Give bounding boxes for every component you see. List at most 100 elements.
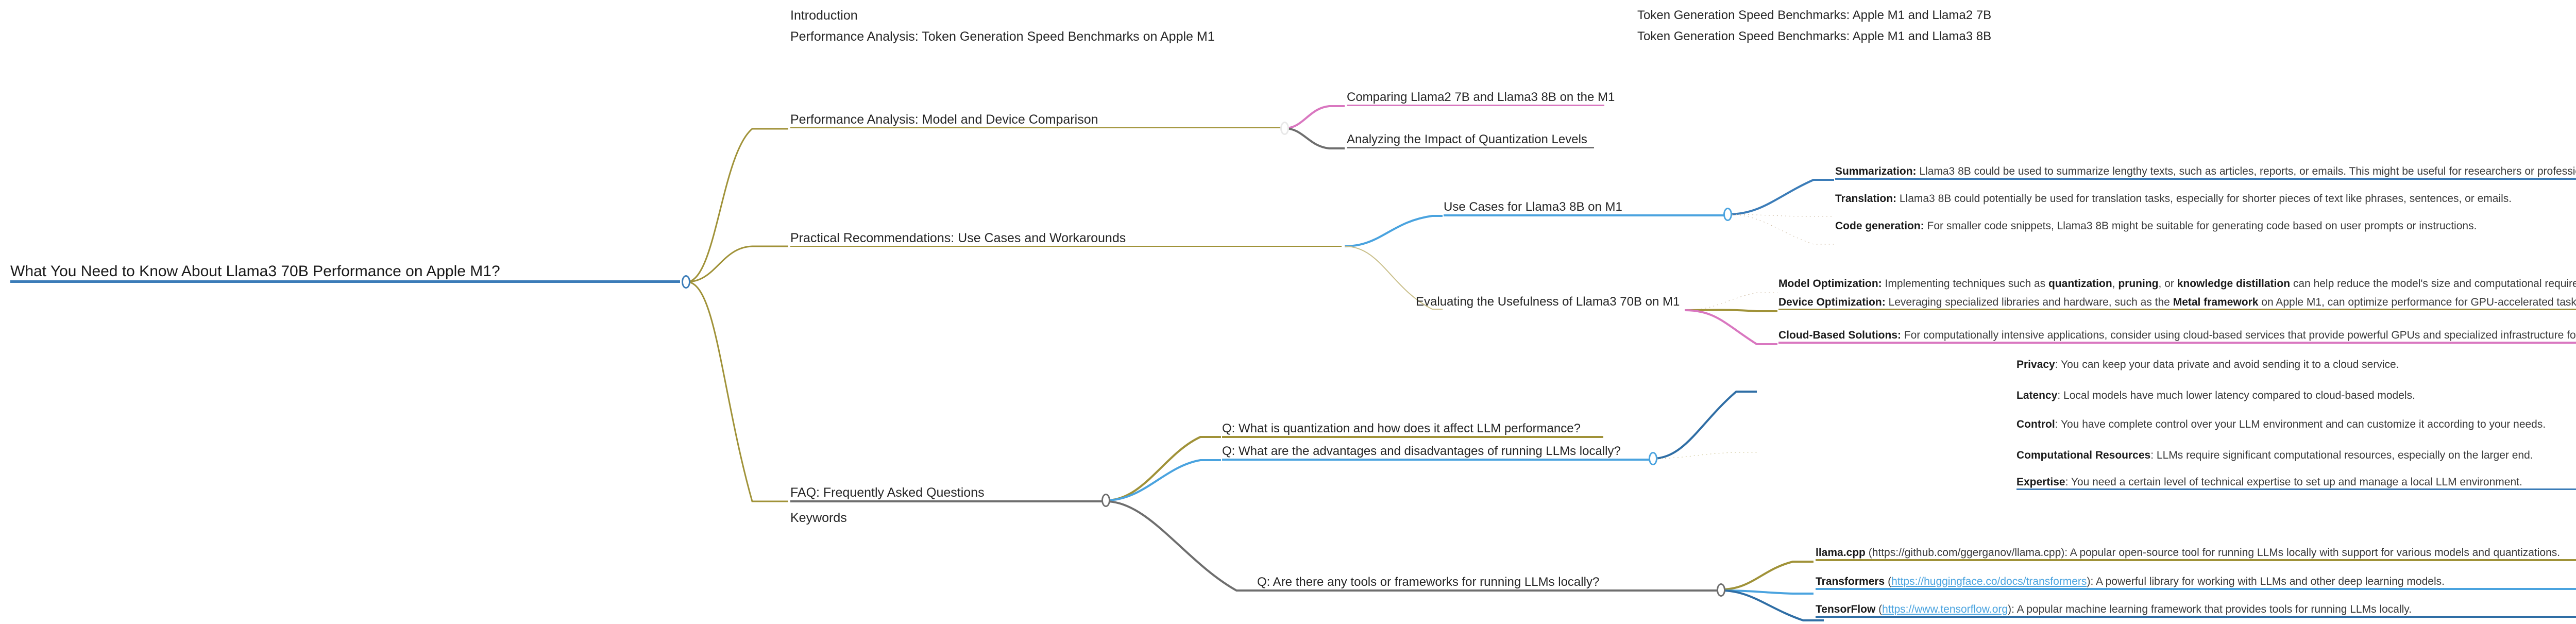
leaf-tensorflow-rest: : A popular machine learning framework t…	[2011, 603, 2412, 615]
branch-perf-token-speed[interactable]: Performance Analysis: Token Generation S…	[790, 30, 1215, 43]
branch-keywords[interactable]: Keywords	[790, 512, 847, 525]
leaf-expertise-underline	[2016, 488, 2576, 490]
leaf-llama-cpp-link-open: (	[1865, 547, 1872, 559]
node-comparing-llama2-llama3[interactable]: Comparing Llama2 7B and Llama3 8B on the…	[1347, 91, 1615, 106]
leaf-cloud-based-solutions-rest: For computationally intensive applicatio…	[1904, 329, 2576, 341]
root-node[interactable]: What You Need to Know About Llama3 70B P…	[10, 264, 680, 283]
leaf-latency-bold: Latency	[2016, 390, 2058, 401]
leaf-summarization-underline	[1835, 178, 2576, 180]
leaf-summarization-bold: Summarization:	[1835, 165, 1917, 177]
connector-q-tools[interactable]	[1717, 583, 1725, 597]
leaf-device-optimization-underline	[1778, 309, 2576, 310]
leaf-device-optimization-bold: Device Optimization:	[1778, 296, 1886, 308]
leaf-computational-resources-bold: Computational Resources	[2016, 449, 2151, 461]
leaf-device-optimization[interactable]: Device Optimization: Leveraging speciali…	[1778, 297, 2576, 310]
leaf-cloud-based-solutions[interactable]: Cloud-Based Solutions: For computational…	[1778, 330, 2576, 344]
branch-perf-model-device[interactable]: Performance Analysis: Model and Device C…	[790, 113, 1282, 128]
leaf-control-bold: Control	[2016, 418, 2055, 430]
node-q-tools-label: Q: Are there any tools or frameworks for…	[1257, 575, 1600, 589]
branch-perf-model-device-underline	[790, 127, 1282, 128]
leaf-tensorflow[interactable]: TensorFlow (https://www.tensorflow.org):…	[1816, 604, 2576, 618]
node-q-quantization-underline	[1222, 436, 1603, 438]
branch-perf-model-device-label: Performance Analysis: Model and Device C…	[790, 112, 1098, 127]
leaf-llama-cpp-underline	[1816, 559, 2576, 561]
branch-practical-recommendations[interactable]: Practical Recommendations: Use Cases and…	[790, 232, 1342, 247]
leaf-transformers-bold: Transformers	[1816, 576, 1885, 587]
root-label: What You Need to Know About Llama3 70B P…	[10, 263, 500, 280]
leaf-transformers-link[interactable]: https://huggingface.co/docs/transformers	[1891, 576, 2087, 587]
node-q-quantization[interactable]: Q: What is quantization and how does it …	[1222, 423, 1603, 438]
node-q-advantages-disadvantages[interactable]: Q: What are the advantages and disadvant…	[1222, 445, 1650, 461]
leaf-code-generation-bold: Code generation:	[1835, 220, 1924, 232]
leaf-translation-rest: Llama3 8B could potentially be used for …	[1896, 193, 2512, 205]
leaf-cloud-based-solutions-bold: Cloud-Based Solutions:	[1778, 329, 1901, 341]
leaf-tensorflow-underline	[1816, 616, 2576, 618]
connector-faq[interactable]	[1101, 494, 1110, 507]
leaf-latency-rest: : Local models have much lower latency c…	[2057, 390, 2415, 401]
leaf-transformers-rest: : A powerful library for working with LL…	[2090, 576, 2445, 587]
leaf-tensorflow-link-open: (	[1875, 603, 1883, 615]
node-bench-llama3-8b[interactable]: Token Generation Speed Benchmarks: Apple…	[1637, 30, 1991, 43]
leaf-model-optimization-bold: Model Optimization:	[1778, 278, 1882, 290]
leaf-control-rest: : You have complete control over your LL…	[2055, 418, 2546, 430]
leaf-translation[interactable]: Translation: Llama3 8B could potentially…	[1835, 193, 2512, 204]
branch-faq[interactable]: FAQ: Frequently Asked Questions	[790, 486, 1102, 502]
connector-q-advantages[interactable]	[1649, 452, 1657, 465]
leaf-transformers-link-close: )	[2087, 576, 2091, 587]
leaf-llama-cpp-rest: : A popular open-source tool for running…	[2064, 547, 2561, 559]
node-use-cases-llama3-8b[interactable]: Use Cases for Llama3 8B on M1	[1444, 201, 1724, 216]
node-comparing-llama2-llama3-label: Comparing Llama2 7B and Llama3 8B on the…	[1347, 90, 1615, 104]
node-use-cases-underline	[1444, 214, 1724, 216]
leaf-llama-cpp-bold: llama.cpp	[1816, 547, 1866, 559]
node-evaluating-llama3-70b-label: Evaluating the Usefulness of Llama3 70B …	[1416, 295, 1680, 309]
leaf-tensorflow-bold: TensorFlow	[1816, 603, 1876, 615]
leaf-model-optimization[interactable]: Model Optimization: Implementing techniq…	[1778, 278, 2576, 290]
leaf-tensorflow-link[interactable]: https://www.tensorflow.org	[1882, 603, 2008, 615]
connector-perf-model-device[interactable]	[1280, 122, 1289, 135]
leaf-privacy-bold: Privacy	[2016, 359, 2055, 370]
leaf-llama-cpp-link-close: )	[2061, 547, 2065, 559]
leaf-privacy[interactable]: Privacy: You can keep your data private …	[2016, 359, 2399, 370]
node-bench-llama2-7b[interactable]: Token Generation Speed Benchmarks: Apple…	[1637, 9, 1991, 22]
leaf-privacy-rest: : You can keep your data private and avo…	[2055, 359, 2399, 370]
leaf-transformers-underline	[1816, 588, 2576, 590]
node-quantization-levels-label: Analyzing the Impact of Quantization Lev…	[1347, 132, 1587, 146]
leaf-summarization-rest: Llama3 8B could be used to summarize len…	[1919, 165, 2576, 177]
leaf-computational-resources-rest: : LLMs require significant computational…	[2150, 449, 2533, 461]
branch-keywords-label: Keywords	[790, 511, 847, 525]
leaf-expertise-rest: : You need a certain level of technical …	[2065, 476, 2522, 488]
leaf-latency[interactable]: Latency: Local models have much lower la…	[2016, 390, 2415, 401]
branch-practical-recommendations-label: Practical Recommendations: Use Cases and…	[790, 231, 1126, 245]
root-underline	[10, 280, 680, 283]
branch-practical-underline	[790, 246, 1342, 247]
leaf-llama-cpp-link[interactable]: https://github.com/ggerganov/llama.cpp	[1872, 547, 2061, 559]
node-q-advantages-label: Q: What are the advantages and disadvant…	[1222, 444, 1621, 458]
node-q-advantages-underline	[1222, 459, 1650, 461]
node-comparing-underline	[1347, 105, 1604, 106]
branch-perf-token-speed-label: Performance Analysis: Token Generation S…	[790, 29, 1215, 44]
node-evaluating-llama3-70b[interactable]: Evaluating the Usefulness of Llama3 70B …	[1416, 296, 1680, 308]
branch-faq-underline	[790, 500, 1102, 502]
connector-use-cases[interactable]	[1723, 208, 1732, 221]
leaf-code-generation[interactable]: Code generation: For smaller code snippe…	[1835, 221, 2477, 231]
leaf-code-generation-rest: For smaller code snippets, Llama3 8B mig…	[1924, 220, 2477, 232]
leaf-expertise[interactable]: Expertise: You need a certain level of t…	[2016, 477, 2576, 490]
node-q-tools-underline	[1257, 589, 1718, 592]
node-q-tools-frameworks[interactable]: Q: Are there any tools or frameworks for…	[1257, 576, 1718, 592]
leaf-expertise-bold: Expertise	[2016, 476, 2065, 488]
leaf-transformers[interactable]: Transformers (https://huggingface.co/doc…	[1816, 576, 2576, 590]
branch-introduction[interactable]: Introduction	[790, 9, 858, 22]
root-connector[interactable]	[682, 275, 690, 289]
leaf-llama-cpp[interactable]: llama.cpp (https://github.com/ggerganov/…	[1816, 547, 2576, 561]
leaf-cloud-underline	[1778, 342, 2576, 344]
node-quantization-underline	[1347, 147, 1594, 148]
leaf-summarization[interactable]: Summarization: Llama3 8B could be used t…	[1835, 166, 2576, 180]
branch-introduction-label: Introduction	[790, 8, 858, 23]
leaf-computational-resources[interactable]: Computational Resources: LLMs require si…	[2016, 450, 2533, 461]
node-bench-llama3-8b-label: Token Generation Speed Benchmarks: Apple…	[1637, 29, 1992, 43]
node-quantization-levels[interactable]: Analyzing the Impact of Quantization Lev…	[1347, 133, 1594, 148]
leaf-control[interactable]: Control: You have complete control over …	[2016, 419, 2546, 430]
leaf-tensorflow-link-close: )	[2008, 603, 2012, 615]
